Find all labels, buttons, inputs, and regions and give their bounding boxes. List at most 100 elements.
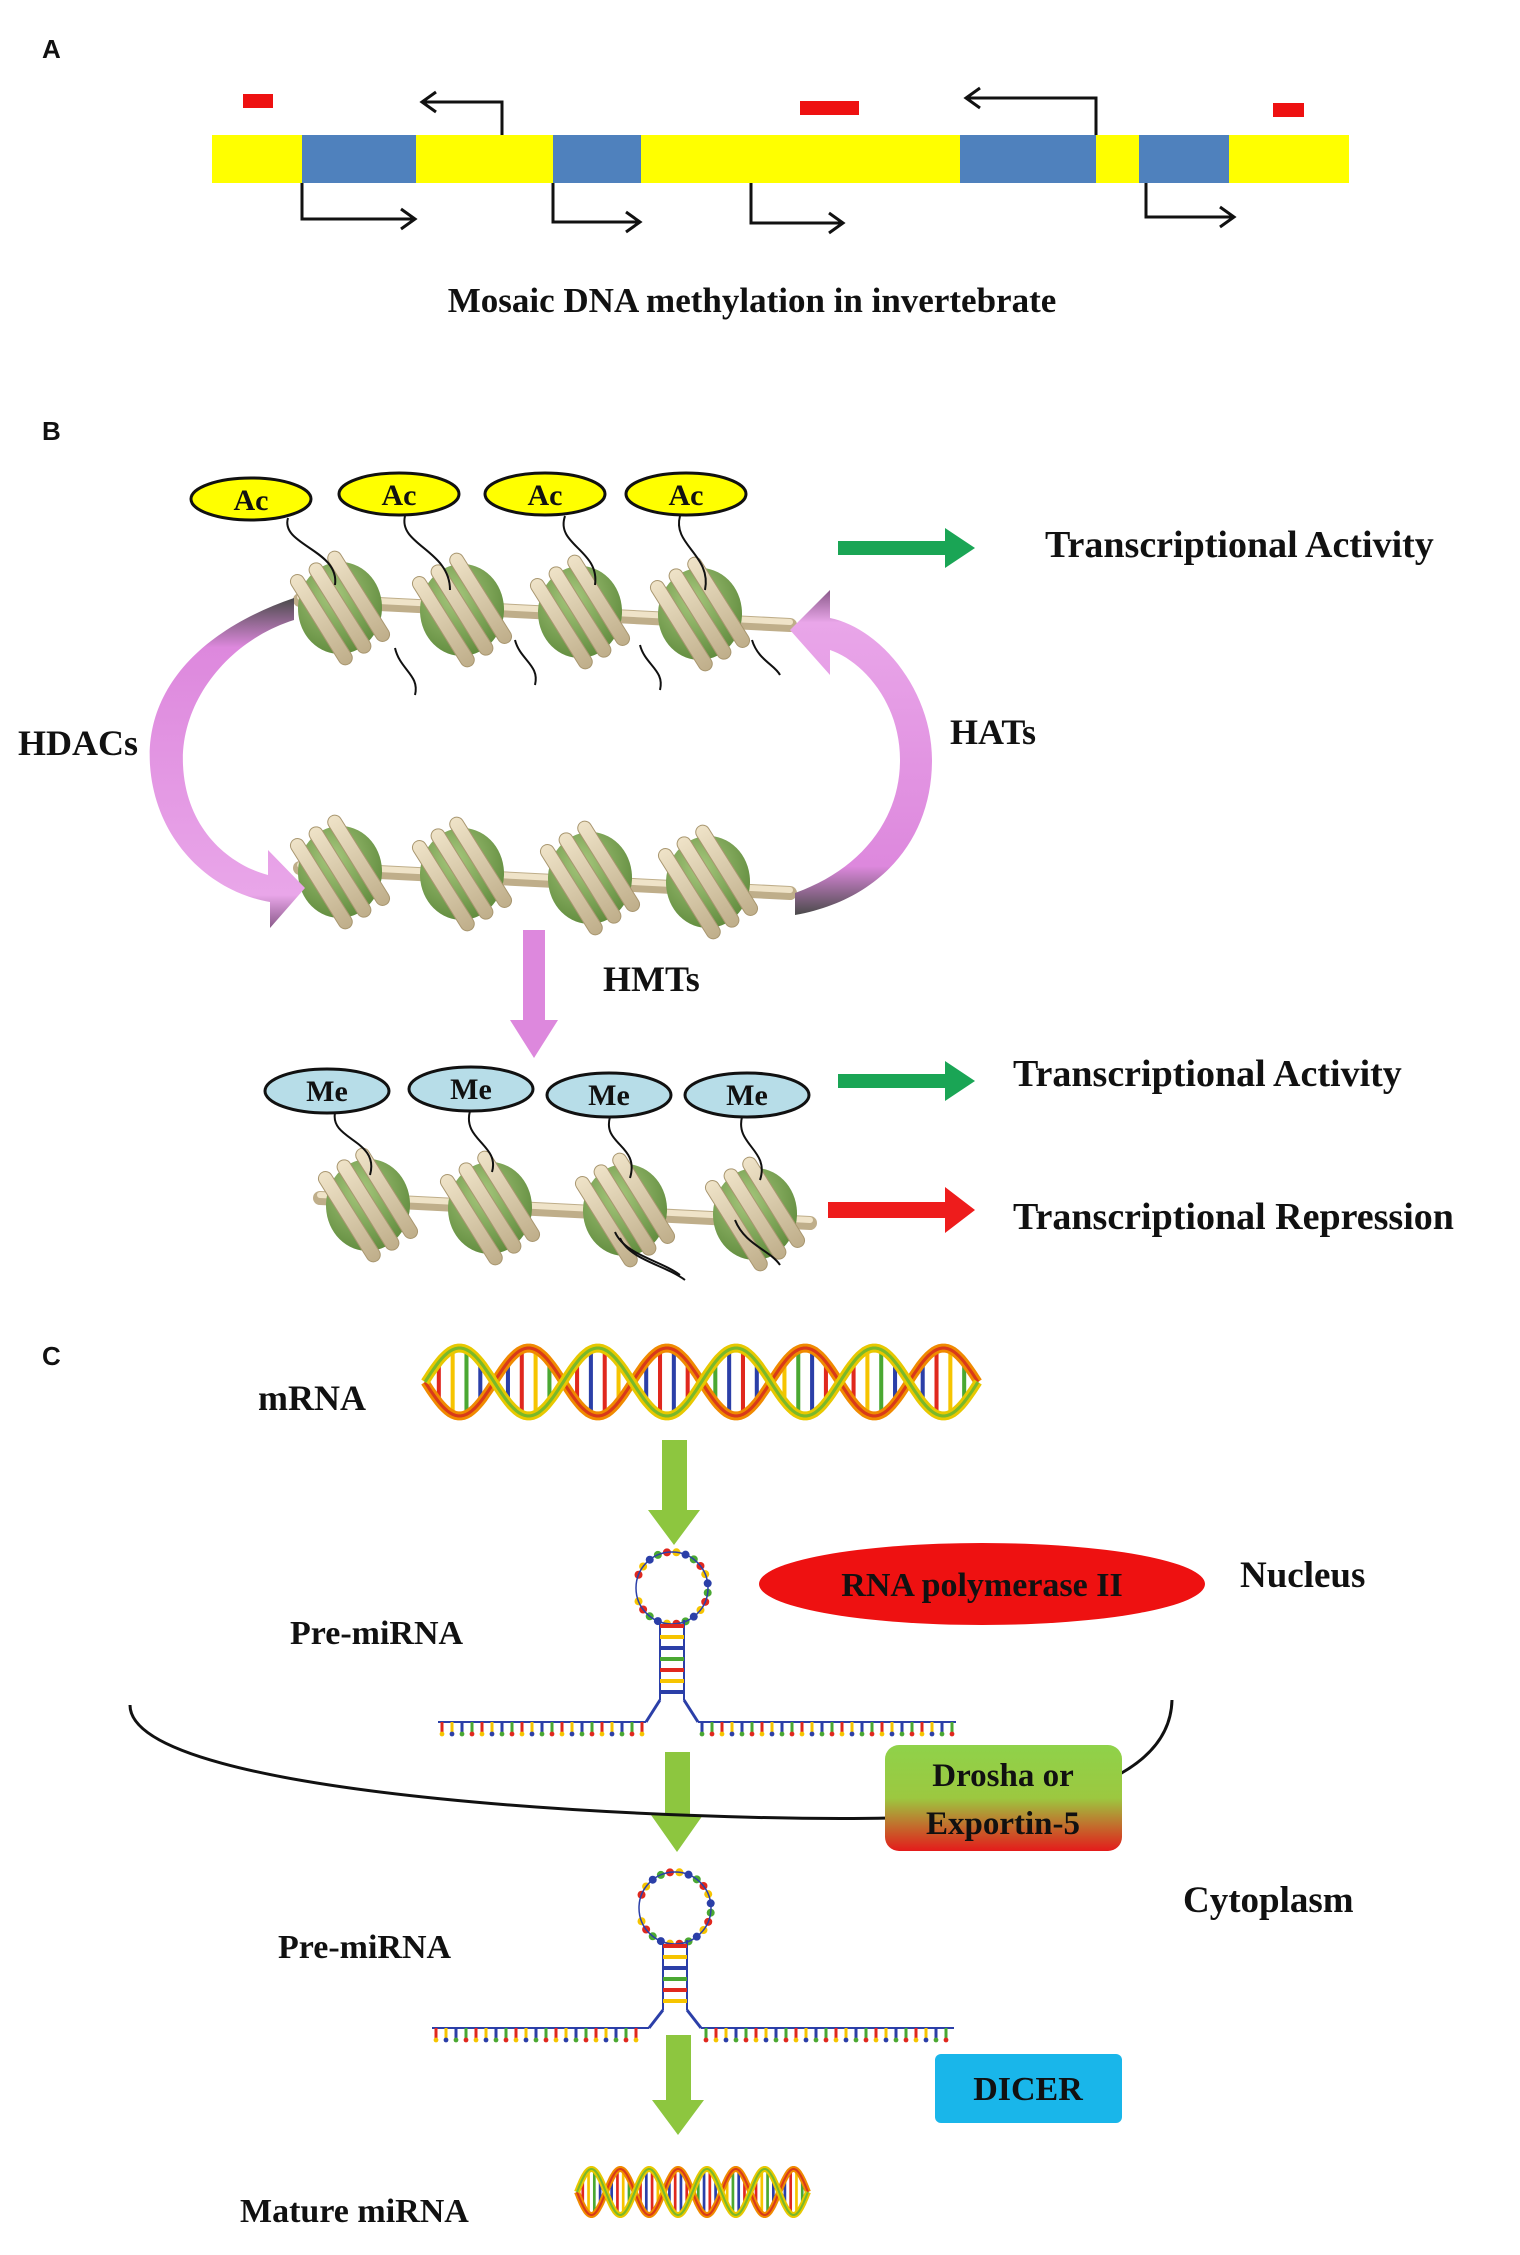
- hdacs-label: HDACs: [18, 723, 138, 763]
- drosha-label-line2: Exportin-5: [926, 1806, 1080, 1842]
- arm-base-tip: [599, 1731, 605, 1737]
- arm-base-tip: [789, 1731, 795, 1737]
- repression-arrow: [828, 1187, 975, 1233]
- methyl-oval: Me: [683, 1071, 811, 1119]
- arm-base-tip: [573, 2037, 579, 2043]
- acetyl-tails: [286, 515, 707, 591]
- arm-base-tip: [489, 1731, 495, 1737]
- arm-base-tip: [539, 1731, 545, 1737]
- arm-base-tip: [843, 2037, 849, 2043]
- arm-base-tip: [519, 1731, 525, 1737]
- pre-mirna-hairpin-2: [432, 1868, 954, 2043]
- nucleosome: [649, 556, 751, 672]
- arm-base-tip: [703, 2037, 709, 2043]
- arm-base-tip: [809, 1731, 815, 1737]
- arm-base-tip: [449, 1731, 455, 1737]
- junction: [685, 2009, 703, 2029]
- arm-base-tip: [493, 2037, 499, 2043]
- acetyl-label: Ac: [669, 479, 704, 512]
- arm-base-tip: [603, 2037, 609, 2043]
- arm-base-tip: [559, 1731, 565, 1737]
- junction: [644, 1699, 662, 1723]
- arm-base-tip: [869, 1731, 875, 1737]
- arm-base-tip: [889, 1731, 895, 1737]
- arm-base-tip: [523, 2037, 529, 2043]
- arm-base-tip: [459, 1731, 465, 1737]
- arm-base-tip: [923, 2037, 929, 2043]
- arm-base-tip: [623, 2037, 629, 2043]
- down-arrow-2: [651, 1752, 703, 1852]
- arm-base-tip: [569, 1731, 575, 1737]
- arm-base-tip: [453, 2037, 459, 2043]
- arm-base-tip: [913, 2037, 919, 2043]
- hmts-down-arrow: [510, 930, 558, 1058]
- down-arrow-3: [652, 2035, 704, 2135]
- arm-base-tip: [613, 2037, 619, 2043]
- arm-base-tip: [549, 1731, 555, 1737]
- panel-a: A Mosaic DNA methylation in invertebrate: [42, 34, 1349, 320]
- arm-base-tip: [949, 1731, 955, 1737]
- arm-base-tip: [853, 2037, 859, 2043]
- down-arrow-1: [648, 1440, 700, 1545]
- arm-base-tip: [829, 1731, 835, 1737]
- methyl-label: Me: [726, 1079, 768, 1112]
- gene-block-2: [553, 135, 641, 183]
- arm-base-tip: [833, 2037, 839, 2043]
- arm-base-tip: [579, 1731, 585, 1737]
- cytoplasm-label: Cytoplasm: [1183, 1880, 1354, 1921]
- histone-tails: [394, 639, 781, 1281]
- methyl-oval: Me: [263, 1067, 391, 1115]
- arm-base-tip: [933, 2037, 939, 2043]
- arm-base-tip: [929, 1731, 935, 1737]
- methyl-mark-1: [243, 94, 273, 108]
- arm-base-tip: [819, 1731, 825, 1737]
- arm-base-tip: [779, 1731, 785, 1737]
- arm-base-tip: [713, 2037, 719, 2043]
- repression-label: Transcriptional Repression: [1013, 1196, 1454, 1238]
- panel-c-letter: C: [42, 1341, 61, 1371]
- nucleus-label: Nucleus: [1240, 1555, 1365, 1596]
- arm-base-tip: [739, 1731, 745, 1737]
- arm-base-tip: [513, 2037, 519, 2043]
- panel-a-caption: Mosaic DNA methylation in invertebrate: [448, 281, 1057, 320]
- acetyl-oval: Ac: [337, 471, 461, 517]
- mrna-helix: [421, 1343, 982, 1421]
- nucleosome: [289, 550, 391, 666]
- gene-block-3: [960, 135, 1096, 183]
- acetyl-label: Ac: [528, 479, 563, 512]
- arm-base-tip: [903, 2037, 909, 2043]
- loop-backbone: [638, 1871, 712, 1945]
- arm-base-tip: [813, 2037, 819, 2043]
- arm-base-tip: [909, 1731, 915, 1737]
- arm-base-tip: [553, 2037, 559, 2043]
- arm-base-tip: [919, 1731, 925, 1737]
- arm-base-tip: [503, 2037, 509, 2043]
- hmts-label: HMTs: [603, 959, 700, 999]
- arm-base-tip: [633, 2037, 639, 2043]
- dicer-box: [935, 2054, 1122, 2123]
- helix-strand-edge: [423, 1346, 980, 1418]
- arm-base-tip: [839, 1731, 845, 1737]
- arm-base-tip: [699, 1731, 705, 1737]
- arm-base-tip: [719, 1731, 725, 1737]
- arm-base-tip: [463, 2037, 469, 2043]
- arm-base-tip: [863, 2037, 869, 2043]
- nucleosome: [657, 824, 759, 940]
- arm-base-tip: [753, 2037, 759, 2043]
- nucleosome: [574, 1152, 676, 1268]
- arm-base-tip: [709, 1731, 715, 1737]
- acetyl-oval: Ac: [189, 476, 313, 522]
- arm-base-tip: [899, 1731, 905, 1737]
- arm-base-tip: [629, 1731, 635, 1737]
- nucleosome: [439, 1150, 541, 1266]
- pre-mirna-hairpin-1: [438, 1548, 956, 1737]
- acetyl-ovals: Ac Ac Ac Ac: [189, 471, 748, 522]
- arm-base-tip: [593, 2037, 599, 2043]
- arm-base-tip: [543, 2037, 549, 2043]
- pre-mirna-label-1: Pre-miRNA: [290, 1615, 464, 1652]
- arm-base-tip: [499, 1731, 505, 1737]
- methyl-label: Me: [450, 1073, 492, 1106]
- methyl-mark-2: [800, 101, 859, 115]
- hats-label: HATs: [950, 712, 1036, 752]
